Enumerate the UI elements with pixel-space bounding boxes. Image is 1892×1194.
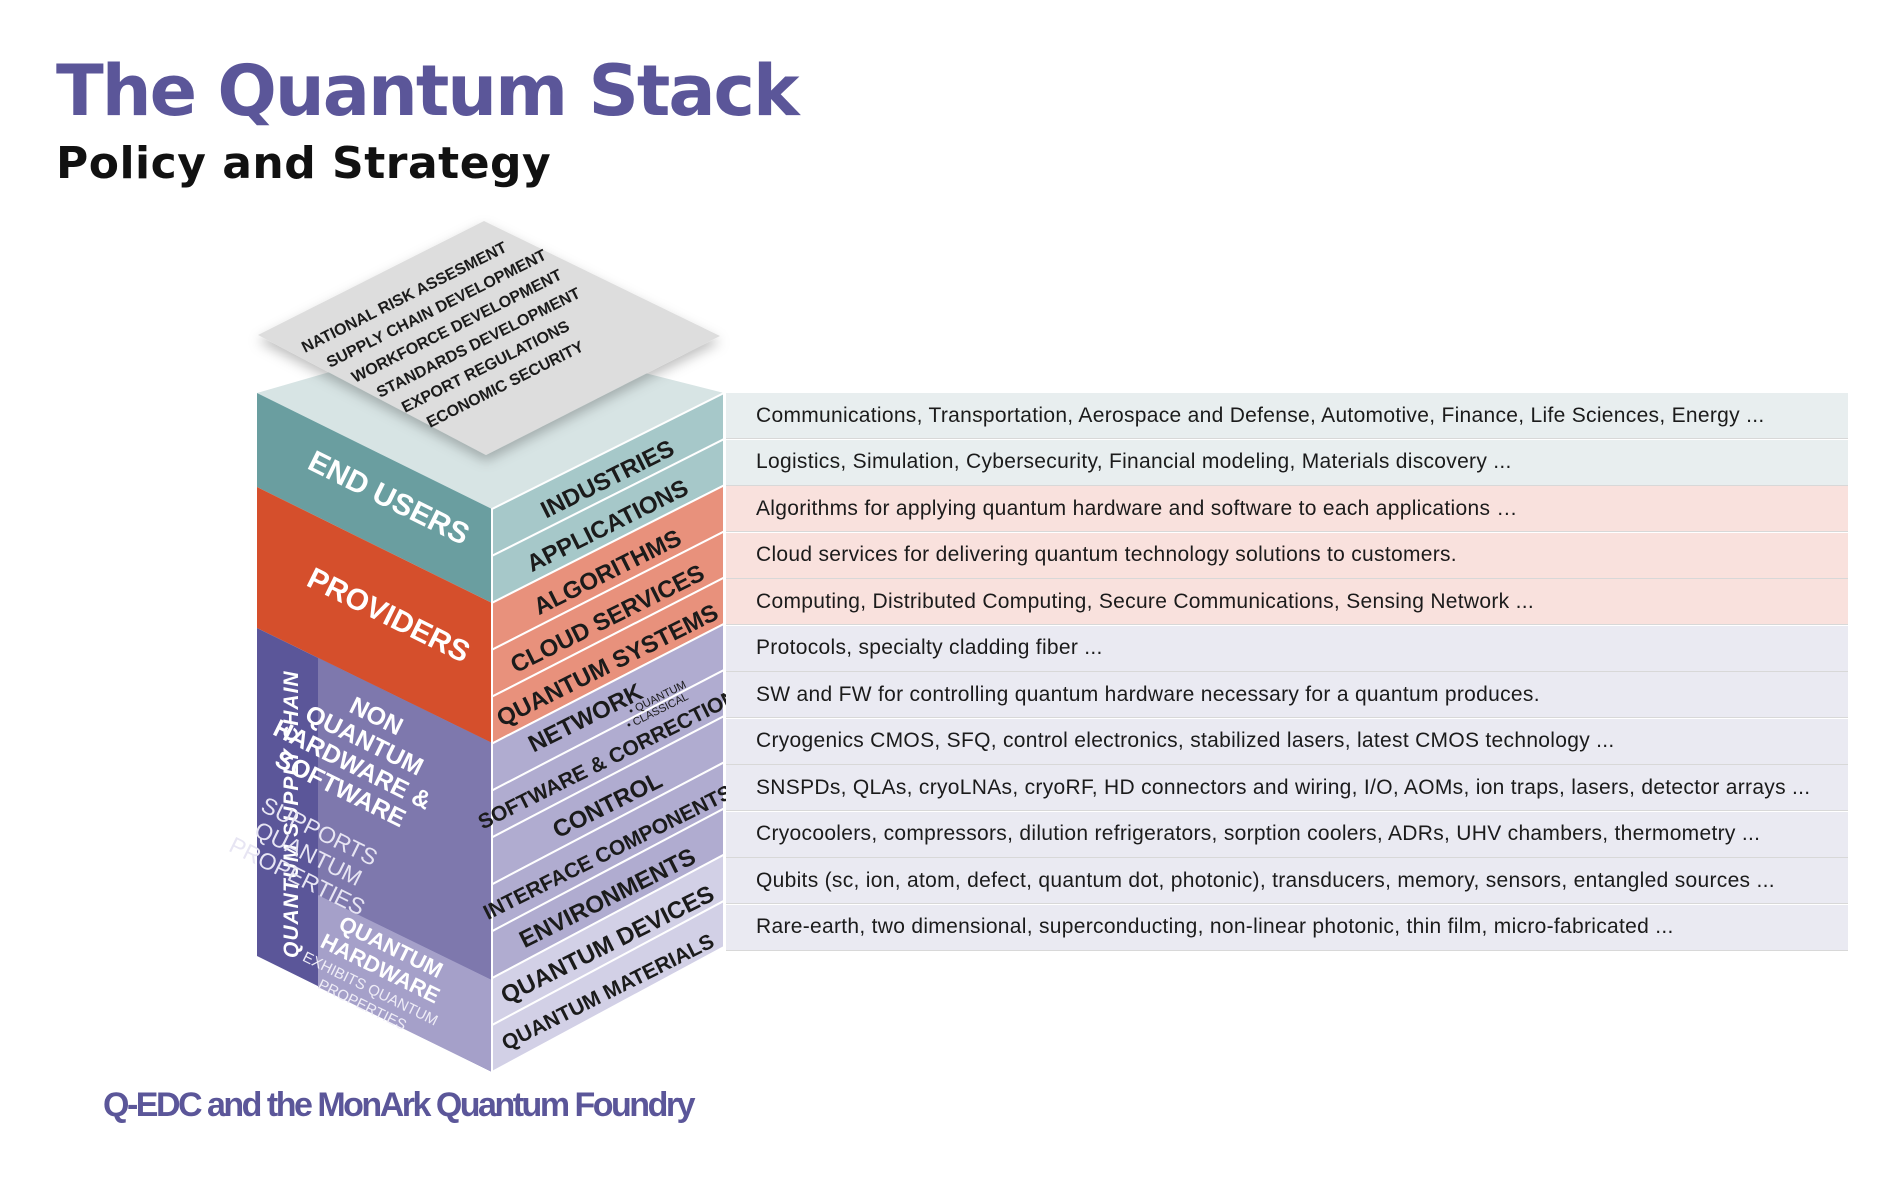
layer-bands [491, 391, 725, 1074]
layer-description-row: Protocols, specialty cladding fiber ... [726, 625, 1848, 672]
non-quantum-block [318, 658, 492, 980]
providers-block [257, 487, 492, 743]
layer-description-row: SNSPDs, QLAs, cryoLNAs, cryoRF, HD conne… [726, 765, 1848, 811]
layer-description-row: SW and FW for controlling quantum hardwa… [726, 672, 1848, 718]
layer-description-row: Communications, Transportation, Aerospac… [726, 393, 1848, 439]
layer-description-row: Logistics, Simulation, Cybersecurity, Fi… [726, 439, 1848, 486]
layer-band [491, 899, 725, 1074]
end-users-block [257, 393, 492, 603]
layer-description-row: Cloud services for delivering quantum te… [726, 532, 1848, 579]
layer-description-row: Cryogenics CMOS, SFQ, control electronic… [726, 718, 1848, 765]
footer-caption: Q-EDC and the MonArk Quantum Foundry [103, 1086, 695, 1124]
layer-description-row: Cryocoolers, compressors, dilution refri… [726, 811, 1848, 858]
page-subtitle: Policy and Strategy [56, 138, 552, 189]
layer-description-row: Computing, Distributed Computing, Secure… [726, 579, 1848, 625]
layer-description-row: Algorithms for applying quantum hardware… [726, 486, 1848, 532]
policy-plate [258, 221, 720, 455]
quantum-hardware-block [318, 895, 492, 1072]
layer-description-row: Qubits (sc, ion, atom, defect, quantum d… [726, 858, 1848, 904]
layer-description-row: Rare-earth, two dimensional, superconduc… [726, 904, 1848, 951]
page-title: The Quantum Stack [56, 50, 800, 132]
supply-chain-label: QUANTUM SUPPLY CHAIN [280, 670, 303, 958]
